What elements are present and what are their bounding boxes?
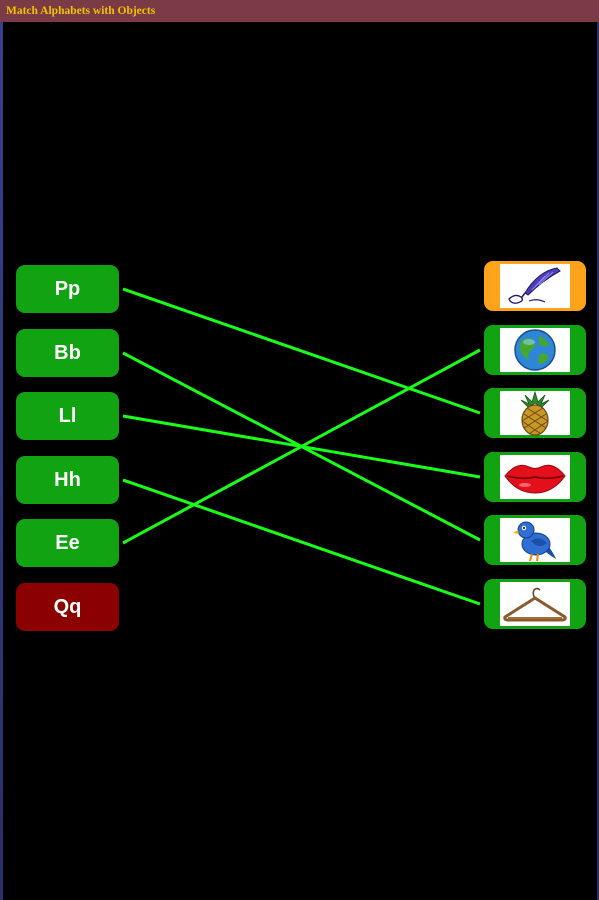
match-line-4 xyxy=(122,348,481,545)
object-tile-pineapple[interactable] xyxy=(484,388,586,438)
letter-label: Qq xyxy=(53,595,82,618)
letter-label: Ll xyxy=(58,404,77,427)
object-tile-bird[interactable] xyxy=(484,515,586,565)
letter-tile-qq[interactable]: Qq xyxy=(16,583,119,631)
match-line-3 xyxy=(122,478,481,606)
right-edge xyxy=(597,22,599,900)
letter-tile-bb[interactable]: Bb xyxy=(16,329,119,377)
letter-label: Ee xyxy=(55,531,80,554)
left-edge xyxy=(0,22,3,900)
match-line-0 xyxy=(122,287,481,415)
object-tile-hanger[interactable] xyxy=(484,579,586,629)
pineapple-icon xyxy=(520,390,550,436)
letter-label: Hh xyxy=(54,468,81,491)
globe-icon xyxy=(514,329,556,371)
letter-tile-ll[interactable]: Ll xyxy=(16,392,119,440)
letter-tile-pp[interactable]: Pp xyxy=(16,265,119,313)
object-tile-globe[interactable] xyxy=(484,325,586,375)
letter-tile-ee[interactable]: Ee xyxy=(16,519,119,567)
title-bar: Match Alphabets with Objects xyxy=(0,0,599,22)
hanger-icon xyxy=(503,587,567,622)
letter-tile-hh[interactable]: Hh xyxy=(16,456,119,504)
object-tile-lips[interactable] xyxy=(484,452,586,502)
quill-icon xyxy=(508,267,561,304)
app-title: Match Alphabets with Objects xyxy=(6,5,156,17)
bird-icon xyxy=(513,521,556,562)
letter-label: Pp xyxy=(54,277,81,300)
object-tile-quill[interactable] xyxy=(484,261,586,311)
letter-label: Bb xyxy=(54,341,81,364)
lips-icon xyxy=(504,464,566,494)
